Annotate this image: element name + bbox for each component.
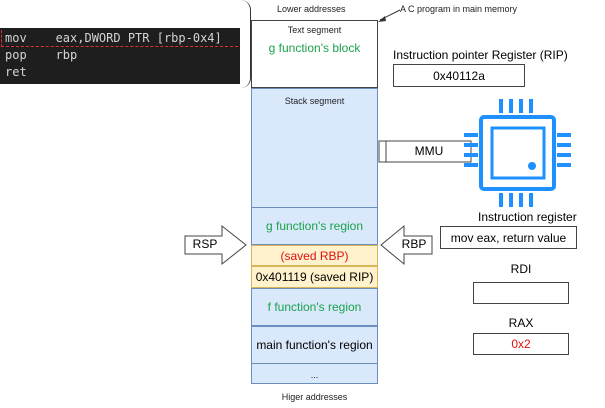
rip-value-box: 0x40112a <box>393 64 525 87</box>
code-line-3: ret <box>5 65 27 79</box>
code-brace <box>236 0 251 88</box>
mmu-box-outline <box>378 140 472 163</box>
main-function-region: main function's region <box>251 326 378 364</box>
saved-rbp-cell: (saved RBP) <box>251 245 378 266</box>
highlight-dashed-outline <box>1 30 238 47</box>
rsp-label: RSP <box>192 237 218 251</box>
rsp-arrow-shape <box>184 224 247 266</box>
higher-addresses-label: Higer addresses <box>281 392 348 402</box>
code-line-2: pop rbp <box>5 48 78 62</box>
c-program-label: A C program in main memory <box>400 4 518 14</box>
instruction-register-label: Instruction register <box>478 210 577 224</box>
text-segment-label: Text segment <box>287 25 342 35</box>
rax-label: RAX <box>508 316 534 330</box>
f-function-region: f function's region <box>251 288 378 326</box>
saved-rip-cell: 0x401119 (saved RIP) <box>251 266 378 288</box>
instruction-register-box: mov eax, return value <box>440 226 577 249</box>
code-line-1: mov eax,DWORD PTR [rbp-0x4] <box>5 31 222 45</box>
stack-segment-label: Stack segment <box>284 96 345 106</box>
g-function-region: g function's region <box>251 207 378 245</box>
rdi-value-box <box>473 282 569 304</box>
rdi-label: RDI <box>510 262 532 276</box>
text-segment-box: Text segment g function's block <box>251 20 378 88</box>
rbp-arrow-shape <box>380 224 433 266</box>
g-function-block-label: g function's block <box>268 41 361 55</box>
rax-value-box: 0x2 <box>473 333 569 355</box>
mmu-label: MMU <box>414 144 444 158</box>
rip-label: Instruction pointer Register (RIP) <box>393 48 568 62</box>
rbp-label: RBP <box>401 237 427 251</box>
cpu-chip-icon <box>464 99 571 207</box>
lower-addresses-label: Lower addresses <box>277 4 346 14</box>
assembly-code-block: mov eax,DWORD PTR [rbp-0x4] pop rbp ret <box>0 28 240 84</box>
c-program-arrowhead <box>378 16 386 22</box>
ellipsis-label: ... <box>310 370 319 380</box>
